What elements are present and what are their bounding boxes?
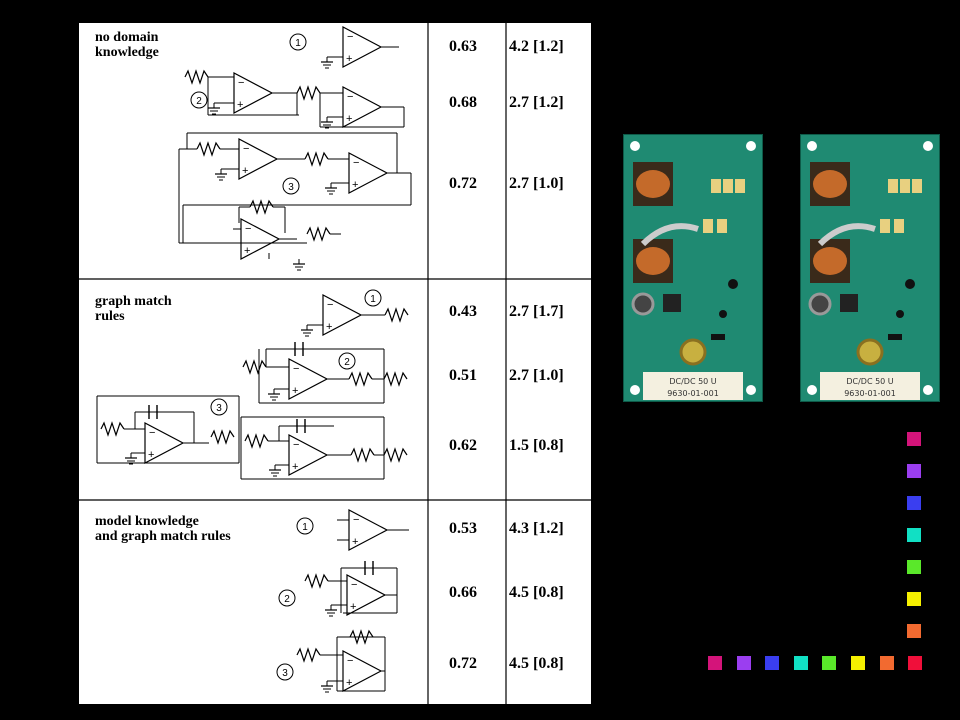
circuit-board-illustration: DC/DC 50 U 9630-01-001 — [623, 134, 763, 402]
section3-circuit1 — [296, 509, 409, 551]
circuit-board-illustration: DC/DC 50 U 9630-01-001 — [800, 134, 940, 402]
palette-swatch — [907, 528, 921, 542]
section1-circuit2 — [184, 70, 405, 129]
section2-circuit1 — [300, 289, 409, 337]
section-label-graph-match-rules: graph match rules — [95, 294, 172, 324]
palette-swatch — [822, 656, 837, 670]
score-cell: 0.51 — [449, 367, 477, 384]
palette-swatch — [907, 496, 921, 510]
palette-swatch — [851, 656, 865, 670]
circuit-number: 2 — [284, 594, 290, 605]
grid-lines — [79, 23, 591, 704]
score-cell: 0.68 — [449, 94, 477, 111]
circuit-number: 1 — [302, 522, 308, 533]
circuit-number: 1 — [370, 294, 376, 305]
circuit-number: 2 — [344, 357, 350, 368]
board-label-line2: 9630-01-001 — [844, 389, 896, 398]
board-label-line1: DC/DC 50 U — [669, 377, 716, 386]
score-cell: 0.62 — [449, 437, 477, 454]
value-cell: 2.7 [1.7] — [509, 303, 564, 320]
section-label-no-domain-knowledge: no domain knowledge — [95, 30, 159, 60]
score-cell: 0.63 — [449, 38, 477, 55]
score-cell: 0.53 — [449, 520, 477, 537]
palette-swatch — [907, 432, 921, 446]
palette-swatch — [708, 656, 722, 670]
value-cell: 2.7 [1.0] — [509, 367, 564, 384]
circuit-board-photo-right: DC/DC 50 U 9630-01-001 — [800, 134, 940, 402]
section1-circuit1 — [289, 26, 399, 69]
section3-circuit2 — [278, 560, 398, 617]
score-cell: 0.72 — [449, 655, 477, 672]
score-cell: 0.66 — [449, 584, 477, 601]
circuit-number: 3 — [282, 668, 288, 679]
board-label-line2: 9630-01-001 — [667, 389, 719, 398]
palette-swatch — [736, 656, 751, 670]
palette-swatch — [793, 656, 808, 670]
palette-swatch — [908, 656, 923, 670]
value-cell: 2.7 [1.0] — [509, 175, 564, 192]
table-grid-and-circuits: − + — [79, 23, 591, 704]
palette-swatch — [907, 624, 921, 638]
palette-swatch — [907, 592, 921, 606]
section2-circuit3 — [96, 395, 408, 480]
value-cell: 4.5 [0.8] — [509, 584, 564, 601]
value-cell: 2.7 [1.2] — [509, 94, 564, 111]
palette-swatch — [907, 560, 921, 574]
section2-circuit2 — [242, 341, 408, 404]
circuit-comparison-table: − + — [79, 23, 591, 704]
section1-circuit3 — [178, 132, 412, 271]
value-cell: 4.2 [1.2] — [509, 38, 564, 55]
circuit-number: 3 — [288, 182, 294, 193]
circuit-number: 2 — [196, 96, 202, 107]
value-cell: 1.5 [0.8] — [509, 437, 564, 454]
value-cell: 4.5 [0.8] — [509, 655, 564, 672]
board-label-line1: DC/DC 50 U — [846, 377, 893, 386]
score-cell: 0.72 — [449, 175, 477, 192]
circuit-number: 3 — [216, 403, 222, 414]
section3-circuit3 — [276, 630, 386, 693]
value-cell: 4.3 [1.2] — [509, 520, 564, 537]
score-cell: 0.43 — [449, 303, 477, 320]
circuit-number: 1 — [295, 38, 301, 49]
palette-swatch — [765, 656, 780, 670]
circuit-board-photo-left: DC/DC 50 U 9630-01-001 — [623, 134, 763, 402]
section-label-model-knowledge: model knowledge and graph match rules — [95, 514, 231, 544]
palette-swatch — [907, 464, 921, 478]
palette-swatch — [879, 656, 894, 670]
